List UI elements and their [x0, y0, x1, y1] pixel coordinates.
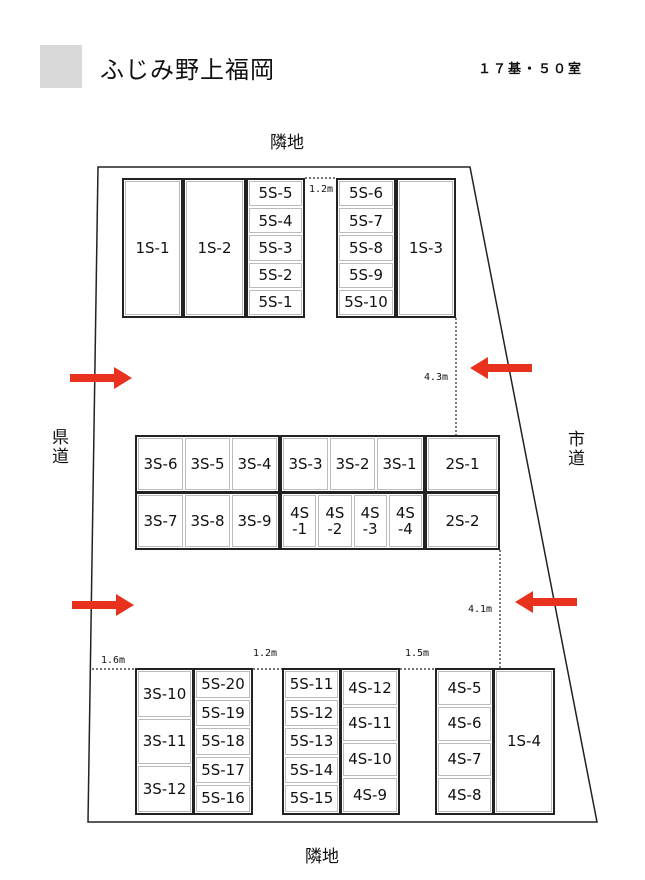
storage-unit[interactable]: 3S-5 [185, 438, 230, 490]
dim-right-lower: 4.1m [468, 604, 493, 615]
storage-unit[interactable]: 1S-2 [186, 181, 243, 315]
storage-unit[interactable]: 5S-1 [249, 289, 302, 315]
storage-unit[interactable]: 5S-5 [249, 181, 302, 207]
storage-unit[interactable]: 5S-14 [285, 756, 338, 784]
storage-unit[interactable]: 4S -4 [388, 495, 422, 547]
storage-unit[interactable]: 1S-4 [496, 671, 552, 812]
storage-unit[interactable]: 4S-8 [438, 778, 491, 812]
dim-top-gap: 1.2m [309, 184, 334, 195]
storage-unit[interactable]: 5S-13 [285, 728, 338, 755]
storage-block: 1S-1 [122, 178, 183, 318]
storage-unit[interactable]: 3S-2 [330, 438, 375, 490]
storage-unit[interactable]: 5S-11 [285, 671, 338, 698]
arrow-right-icon [70, 367, 132, 389]
storage-unit[interactable]: 3S-4 [232, 438, 277, 490]
arrow-left-icon [515, 591, 577, 613]
storage-unit[interactable]: 4S-11 [343, 706, 397, 741]
storage-unit[interactable]: 4S-9 [343, 778, 397, 812]
arrow-right-icon [72, 594, 134, 616]
storage-unit[interactable]: 2S-2 [428, 495, 497, 547]
top-neighbor-label: 隣地 [270, 133, 304, 153]
dim-bottom-mid: 1.2m [253, 648, 278, 659]
storage-unit[interactable]: 4S -2 [318, 495, 352, 547]
storage-unit[interactable]: 4S-7 [438, 742, 491, 777]
storage-unit[interactable]: 5S-18 [196, 728, 250, 755]
storage-unit[interactable]: 5S-8 [339, 235, 393, 261]
unit-summary: １７基・５０室 [478, 62, 584, 77]
storage-unit[interactable]: 4S-12 [343, 671, 397, 705]
storage-unit[interactable]: 5S-9 [339, 262, 393, 288]
storage-unit[interactable]: 5S-19 [196, 699, 250, 727]
right-road-label: 市道 [564, 430, 584, 468]
storage-unit[interactable]: 3S-11 [138, 718, 191, 765]
arrow-left-icon [470, 357, 532, 379]
storage-unit[interactable]: 5S-6 [339, 181, 393, 207]
storage-unit[interactable]: 4S -1 [283, 495, 317, 547]
storage-unit[interactable]: 5S-4 [249, 208, 302, 234]
storage-unit[interactable]: 5S-10 [339, 289, 393, 315]
storage-unit[interactable]: 5S-17 [196, 756, 250, 784]
storage-block: 2S-1 [425, 435, 500, 493]
storage-unit[interactable]: 3S-7 [138, 495, 183, 547]
storage-unit[interactable]: 2S-1 [428, 438, 497, 490]
storage-unit[interactable]: 4S-6 [438, 706, 491, 741]
storage-unit[interactable]: 5S-16 [196, 785, 250, 812]
storage-unit[interactable]: 3S-6 [138, 438, 183, 490]
storage-unit[interactable]: 4S-10 [343, 742, 397, 777]
left-road-label: 県道 [48, 428, 68, 466]
dim-right-upper: 4.3m [424, 372, 449, 383]
storage-block: 1S-4 [493, 668, 555, 815]
storage-unit[interactable]: 5S-7 [339, 208, 393, 234]
storage-unit[interactable]: 5S-3 [249, 235, 302, 261]
storage-block: 2S-2 [425, 492, 500, 550]
dim-bottom-left: 1.6m [101, 655, 126, 666]
storage-unit[interactable]: 5S-15 [285, 785, 338, 812]
storage-block: 1S-2 [183, 178, 246, 318]
storage-unit[interactable]: 3S-10 [138, 671, 191, 717]
bottom-neighbor-label: 隣地 [305, 847, 339, 867]
storage-unit[interactable]: 1S-3 [399, 181, 453, 315]
dim-bottom-right: 1.5m [405, 648, 430, 659]
storage-unit[interactable]: 4S -3 [353, 495, 387, 547]
storage-unit[interactable]: 3S-1 [377, 438, 422, 490]
storage-unit[interactable]: 3S-3 [283, 438, 328, 490]
storage-unit[interactable]: 5S-20 [196, 671, 250, 698]
storage-unit[interactable]: 5S-2 [249, 262, 302, 288]
storage-unit[interactable]: 1S-1 [125, 181, 180, 315]
storage-unit[interactable]: 3S-8 [185, 495, 230, 547]
storage-unit[interactable]: 3S-9 [232, 495, 277, 547]
storage-unit[interactable]: 4S-5 [438, 671, 491, 705]
storage-unit[interactable]: 3S-12 [138, 766, 191, 812]
storage-unit[interactable]: 5S-12 [285, 699, 338, 727]
page-title: ふじみ野上福岡 [100, 56, 275, 84]
logo-placeholder [40, 45, 82, 88]
storage-block: 1S-3 [396, 178, 456, 318]
